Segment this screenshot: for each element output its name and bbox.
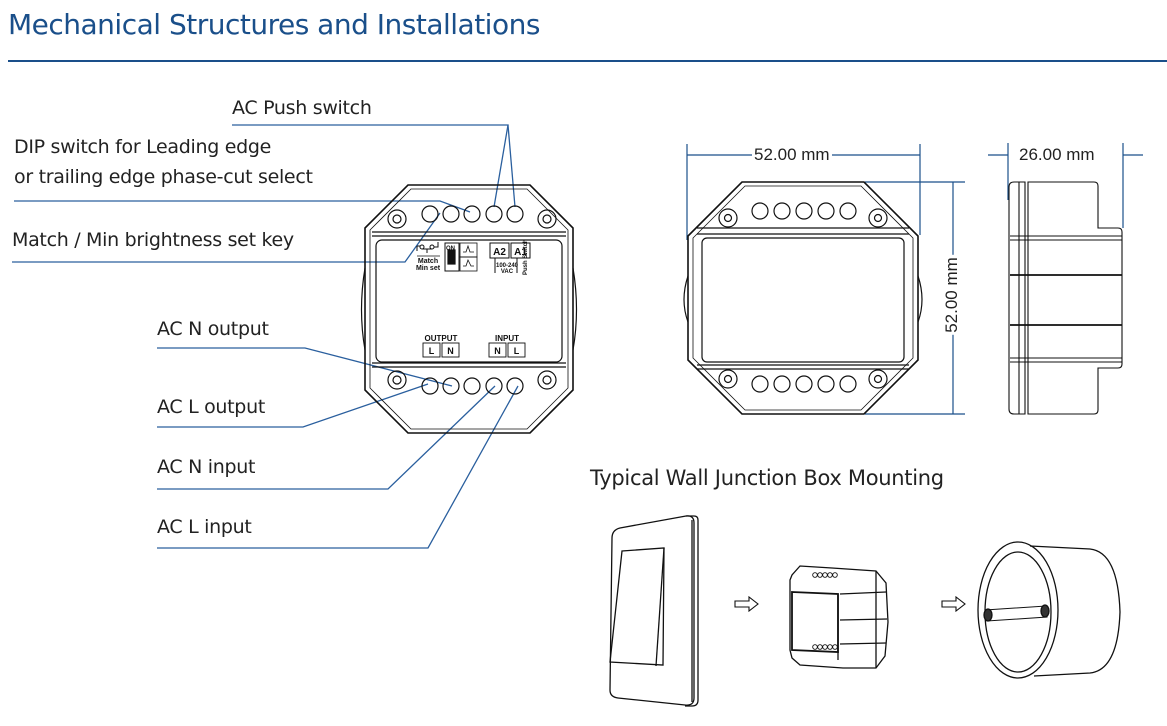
device-front-dimension-view: [683, 181, 923, 415]
leader-ac-l-input: [157, 385, 519, 549]
min-set-label: Min set: [416, 265, 441, 272]
input-header: INPUT: [495, 334, 519, 343]
terminal-hole-bottom-3: [463, 377, 481, 395]
leader-ac-l-output: [157, 383, 429, 428]
voltage-line2: VAC: [501, 269, 514, 275]
mounting-section-title: Typical Wall Junction Box Mounting: [590, 466, 944, 490]
wall-junction-box-illustration: [977, 541, 1121, 679]
terminal-hole-bottom-1: [421, 377, 439, 395]
terminal-hole-top-5: [506, 205, 524, 223]
leader-ac-n-input: [157, 385, 496, 490]
terminal-hole-bottom-5: [506, 377, 524, 395]
page-title: Mechanical Structures and Installations: [8, 8, 540, 41]
leader-match-key: [12, 212, 441, 263]
device-front-labeled: [360, 184, 578, 434]
callout-ac-l-output: AC L output: [157, 396, 265, 418]
output-terminal-l: L: [429, 346, 435, 356]
arrow-right-icon: [734, 595, 759, 613]
input-terminal-l: L: [514, 346, 520, 356]
voltage-line1: 100-240: [496, 263, 519, 269]
output-header: OUTPUT: [425, 334, 458, 343]
device-side-view: [1008, 181, 1123, 415]
title-divider: [8, 60, 1167, 62]
match-label: Match: [418, 258, 438, 265]
terminal-hole-bottom-2: [442, 377, 460, 395]
terminal-hole-top-2: [442, 205, 460, 223]
front-width-dimension: 52.00 mm: [752, 145, 832, 165]
output-terminal-n: N: [447, 346, 454, 356]
terminal-hole-top-4: [485, 205, 503, 223]
wall-switch-cover-illustration: [609, 515, 699, 707]
side-dimension-lines: [988, 143, 1143, 228]
dimmer-module-illustration: [789, 565, 889, 669]
front-height-dimension: 52.00 mm: [941, 255, 962, 335]
callout-ac-n-input: AC N input: [157, 456, 256, 478]
callout-ac-n-output: AC N output: [157, 318, 269, 340]
push-switch-label: Push Switch: [523, 239, 529, 275]
dip-on-label: ON: [446, 246, 455, 252]
front-dimension-lines: [686, 144, 965, 415]
terminal-hole-bottom-4: [485, 377, 503, 395]
callout-dip-switch-line1: DIP switch for Leading edge: [14, 136, 272, 158]
callout-match-key: Match / Min brightness set key: [12, 229, 294, 251]
leader-dip-switch: [14, 200, 471, 213]
arrow-right-icon: [941, 595, 966, 613]
input-terminal-n: N: [494, 346, 501, 356]
side-depth-dimension: 26.00 mm: [1017, 145, 1097, 165]
leader-ac-push-switch-b: [507, 124, 516, 208]
callout-dip-switch-line2: or trailing edge phase-cut select: [14, 166, 313, 188]
terminal-a1-label: A1: [514, 247, 527, 258]
terminal-hole-top-3: [463, 205, 481, 223]
terminal-hole-top-1: [421, 205, 439, 223]
callout-ac-push-switch: AC Push switch: [232, 97, 372, 119]
terminal-a2-label: A2: [493, 247, 506, 258]
callout-ac-l-input: AC L input: [157, 516, 252, 538]
leader-ac-push-switch-a: [232, 124, 509, 208]
